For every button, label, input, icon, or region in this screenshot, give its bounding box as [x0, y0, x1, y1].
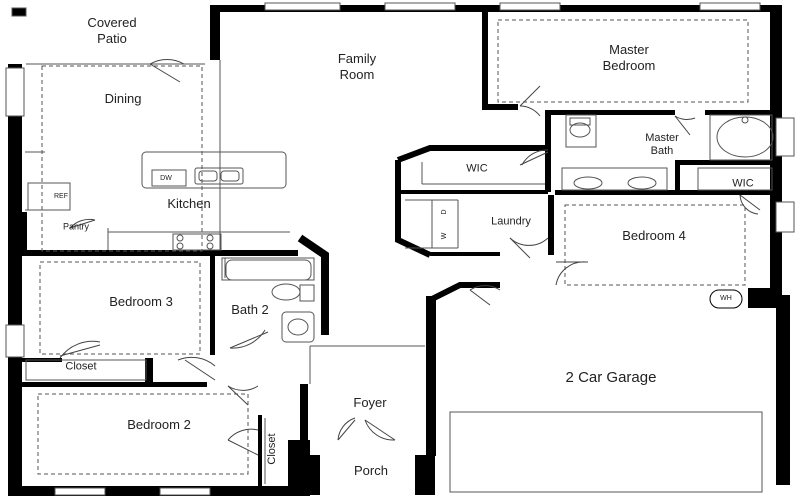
room-label-wic-right: WIC	[732, 177, 754, 190]
dishwasher-label: DW	[160, 175, 172, 182]
room-label-master-bedroom: Master Bedroom	[602, 42, 656, 73]
room-label-bedroom-4: Bedroom 4	[622, 228, 686, 243]
refrigerator-label: REF	[54, 193, 68, 200]
water-heater-label: WH	[720, 295, 732, 302]
room-label-bath-2: Bath 2	[231, 302, 269, 317]
room-label-covered-patio: Covered Patio	[87, 15, 137, 46]
room-label-porch: Porch	[354, 463, 388, 478]
room-label-laundry: Laundry	[491, 215, 531, 228]
room-label-kitchen: Kitchen	[167, 196, 211, 211]
washer-label: W	[441, 232, 448, 240]
interior-walls	[8, 12, 775, 495]
fixtures	[151, 116, 774, 343]
thin-lines	[25, 19, 773, 493]
room-label-closet-bedroom-2: Closet	[266, 433, 278, 465]
room-label-bedroom-2: Bedroom 2	[127, 417, 191, 432]
room-label-wic-center: WIC	[466, 162, 488, 175]
pantry-label: Pantry	[62, 221, 90, 232]
room-label-foyer: Foyer	[353, 395, 387, 410]
room-label-closet-bedroom-3: Closet	[65, 360, 97, 373]
room-label-family-room: Family Room	[337, 51, 377, 82]
angled-walls	[297, 145, 545, 335]
room-label-master-bath: Master Bath	[645, 132, 679, 157]
windows	[5, 2, 795, 496]
dryer-label: D	[441, 209, 448, 215]
room-label-bedroom-3: Bedroom 3	[109, 294, 173, 309]
door-swings	[59, 58, 761, 456]
room-label-dining: Dining	[104, 91, 142, 106]
room-label-garage: 2 Car Garage	[565, 369, 657, 386]
exterior-walls	[8, 5, 790, 496]
